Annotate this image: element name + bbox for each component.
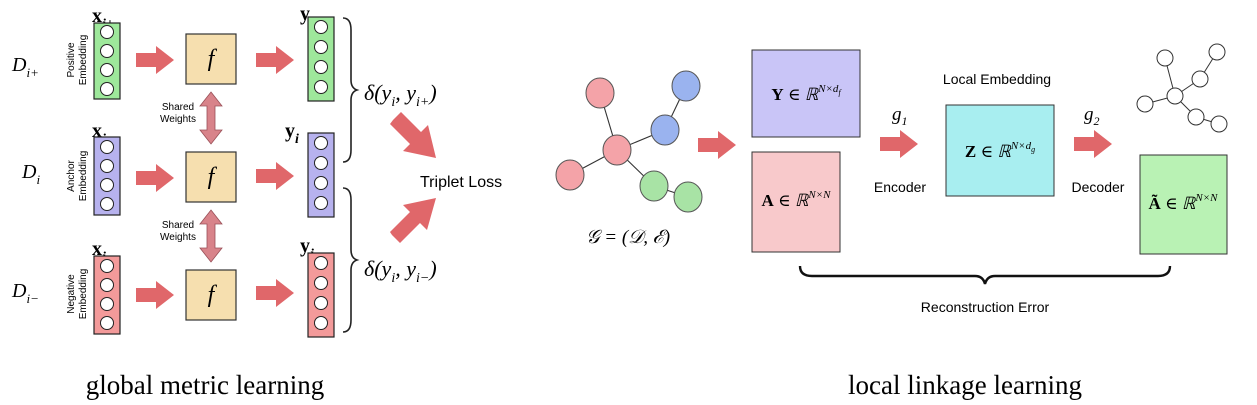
vector-unit [100, 44, 114, 58]
vector-unit [100, 297, 114, 311]
vector-unit [314, 60, 328, 74]
vector-unit [314, 256, 328, 270]
global-metric-panel: Di+ xi+ PositiveEmbedding f yi+ SharedWe… [11, 3, 502, 400]
vector-unit [314, 40, 328, 54]
f-box-positive [185, 33, 237, 85]
triplet-loss-label: Triplet Loss [420, 174, 502, 191]
anchor-embedding-label: AnchorEmbedding [66, 151, 89, 202]
g2-label: g2 [1084, 104, 1100, 128]
a-matrix-label: A ∈ ℝN×N [762, 189, 832, 210]
reconstruction-error-label: Reconstruction Error [921, 299, 1050, 315]
vector-unit [100, 25, 114, 39]
vector-unit [314, 136, 328, 150]
reconstruction-brace [798, 265, 1172, 285]
y-matrix [751, 49, 861, 138]
vector-unit [314, 156, 328, 170]
encoder-arrow [880, 130, 918, 158]
vector-unit [100, 278, 114, 292]
graph-node [555, 159, 585, 191]
vector-unit [100, 316, 114, 330]
output-arrow-positive [256, 46, 294, 74]
local-linkage-panel: 𝒢 = (𝒟, ℰ) Y ∈ ℝN×df A ∈ ℝN×N g1 Encoder… [555, 43, 1228, 400]
delta-negative-formula: δ(yi, yi−) [364, 256, 437, 286]
graph-node [1210, 115, 1228, 133]
a-tilde-matrix [1139, 154, 1228, 255]
d-anchor-label: Di [21, 161, 40, 187]
brace-positive-anchor [342, 17, 360, 163]
graph-node [602, 134, 632, 166]
vector-unit [100, 259, 114, 273]
graph-node [639, 170, 669, 202]
y-anchor-label: yi [285, 120, 299, 147]
graph-label: 𝒢 = (𝒟, ℰ) [586, 227, 670, 248]
d-positive-label: Di+ [11, 54, 39, 80]
graph-node [1191, 70, 1209, 88]
input-graph [555, 70, 703, 213]
graph-node [1208, 43, 1226, 61]
local-embedding-label: Local Embedding [943, 71, 1051, 87]
delta-positive-formula: δ(yi, yi+) [364, 80, 437, 110]
graph-node [1136, 95, 1154, 113]
vector-unit [314, 176, 328, 190]
negative-embedding-label: NegativeEmbedding [66, 269, 89, 320]
graph-node [585, 77, 615, 109]
decoder-label: Decoder [1072, 179, 1125, 195]
vector-unit [100, 178, 114, 192]
f-box-anchor [185, 151, 237, 203]
vector-unit [314, 296, 328, 310]
shared-weights-double-arrow [199, 91, 223, 145]
g1-label: g1 [892, 104, 908, 128]
vector-unit [314, 196, 328, 210]
graph-node [673, 181, 703, 213]
vector-unit [100, 140, 114, 154]
graph-node [1156, 49, 1174, 67]
graph-node [650, 114, 680, 146]
input-arrow-positive [136, 46, 174, 74]
vector-unit [314, 20, 328, 34]
input-arrow-anchor [136, 164, 174, 192]
reconstructed-graph [1136, 43, 1228, 133]
triplet-arrow-down [390, 112, 436, 158]
d-negative-label: Di− [11, 280, 39, 306]
positive-embedding-label: PositiveEmbedding [66, 35, 89, 86]
shared-weights-double-arrow [199, 209, 223, 263]
vector-unit [100, 197, 114, 211]
vector-unit [100, 63, 114, 77]
output-arrow-anchor [256, 162, 294, 190]
z-matrix-label: Z ∈ ℝN×dg [965, 140, 1035, 161]
negative-row: Di− xi− NegativeEmbedding f yi− [11, 235, 335, 338]
vector-unit [100, 159, 114, 173]
output-arrow-negative [256, 279, 294, 307]
vector-unit [314, 276, 328, 290]
f-label-positive: f [208, 46, 218, 72]
global-caption: global metric learning [86, 370, 324, 400]
graph-node [671, 70, 701, 102]
positive-row: Di+ xi+ PositiveEmbedding f yi+ [11, 3, 335, 102]
input-arrow-negative [136, 281, 174, 309]
z-matrix [945, 104, 1055, 197]
graph-node [1187, 108, 1205, 126]
anchor-row: Di xi AnchorEmbedding f yi [21, 120, 335, 218]
graph-to-matrix-arrow [698, 131, 736, 159]
a-tilde-matrix-label: Ã ∈ ℝN×N [1149, 192, 1219, 213]
f-label-anchor: f [208, 164, 218, 190]
vector-unit [314, 316, 328, 330]
vector-unit [100, 82, 114, 96]
encoder-label: Encoder [874, 179, 926, 195]
local-caption: local linkage learning [848, 370, 1082, 400]
graph-node [1166, 87, 1184, 105]
a-matrix [751, 151, 841, 253]
vector-unit [314, 80, 328, 94]
triplet-arrow-up [390, 198, 436, 243]
decoder-arrow [1074, 130, 1112, 158]
brace-anchor-negative [342, 187, 360, 333]
y-matrix-label: Y ∈ ℝN×df [771, 83, 842, 104]
f-label-negative: f [208, 282, 218, 308]
f-box-negative [185, 269, 237, 321]
